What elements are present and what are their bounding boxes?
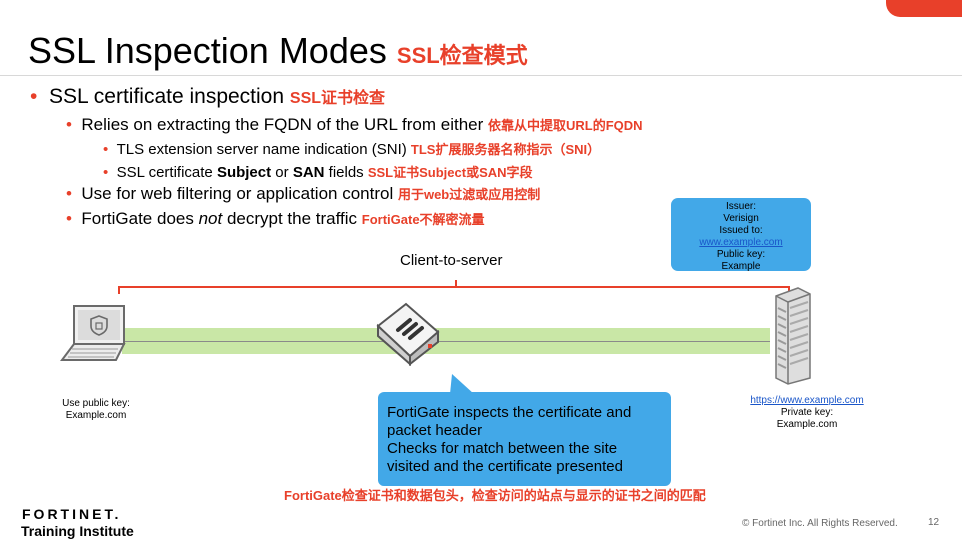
certificate-issuer-box: Issuer: Verisign Issued to: www.example.… [671,198,811,272]
slide-title: SSL Inspection Modes SSL检查模式 [28,30,528,71]
server-key-label: https://www.example.com Private key: Exa… [750,395,864,430]
client-to-server-label: Client-to-server [400,252,503,269]
bullet-subject-san: • SSL certificate Subject or SAN fields … [103,164,533,181]
bullet-ssl-cert-inspection: • SSL certificate inspection SSL证书检查 [30,85,386,108]
page-number: 12 [928,517,940,528]
traffic-line [122,341,770,342]
copyright-text: © Fortinet Inc. All Rights Reserved. [742,518,898,529]
fortigate-inspection-callout: FortiGate inspects the certificate and p… [378,392,671,486]
issued-to-link[interactable]: www.example.com [699,237,783,248]
fortinet-logo: FORTINET. [22,506,122,522]
bracket-center-tick [455,280,457,288]
training-institute-label: Training Institute [21,523,134,539]
bullet-no-decrypt: • FortiGate does not decrypt the traffic… [66,209,485,228]
bullet-relies-on-fqdn: • Relies on extracting the FQDN of the U… [66,115,643,134]
callout-pointer [450,374,474,394]
client-to-server-bracket [118,286,790,294]
bottom-note-zh: FortiGate检查证书和数据包头，检查访问的站点与显示的证书之间的匹配 [284,488,706,503]
corner-accent [886,0,962,17]
server-url-link[interactable]: https://www.example.com [750,395,864,406]
server-icon [775,287,811,385]
client-key-label: Use public key: Example.com [62,398,130,421]
fortigate-appliance-icon [376,302,440,366]
laptop-icon [60,305,126,361]
bullet-web-filtering: • Use for web filtering or application c… [66,184,541,203]
title-rule [0,75,962,76]
slide-title-zh: SSL检查模式 [396,43,528,68]
bullet-tls-sni: • TLS extension server name indication (… [103,141,601,158]
